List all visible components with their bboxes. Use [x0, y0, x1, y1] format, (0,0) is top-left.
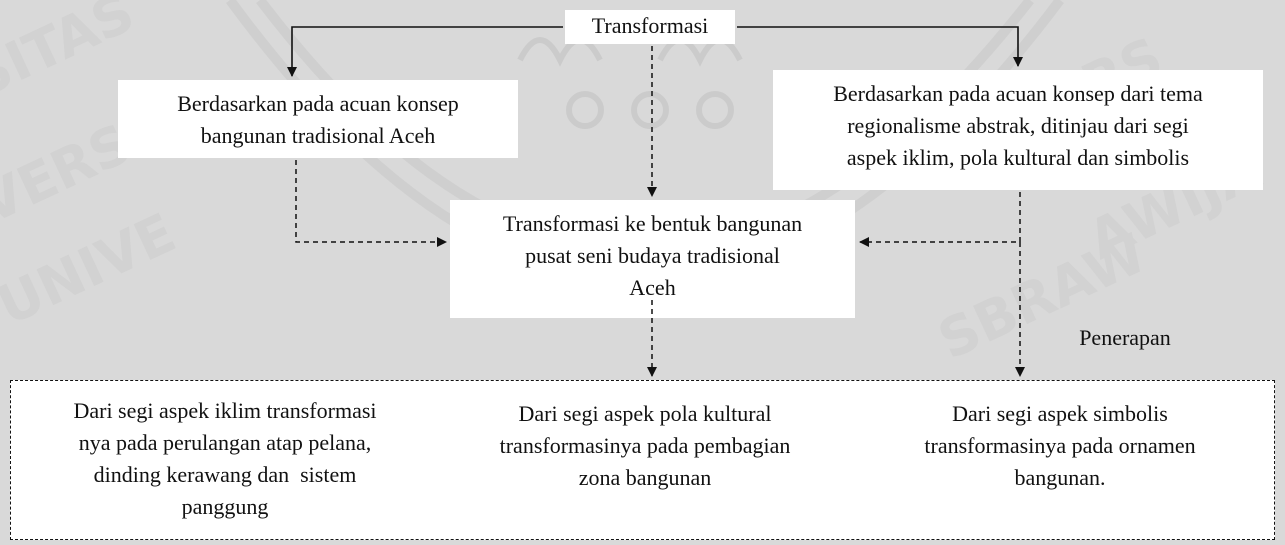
label-penerapan-text: Penerapan [1079, 325, 1171, 350]
arrow-transformasi-to-left [287, 26, 563, 77]
node-center-line-3: Aceh [629, 275, 676, 300]
arrow-right-to-center [859, 192, 1021, 247]
node-left-source-line-1: Berdasarkan pada acuan konsep [177, 91, 459, 116]
node-transformasi-line-1: Transformasi [591, 13, 709, 38]
node-left-source: Berdasarkan pada acuan konsep bangunan t… [118, 80, 518, 158]
outcome-simbolis-line-2: transformasinya pada ornamen [924, 433, 1196, 458]
label-penerapan: Penerapan [1055, 322, 1195, 354]
outcomes-frame [10, 380, 1275, 540]
outcome-kultural-line-1: Dari segi aspek pola kultural [518, 401, 772, 426]
outcome-kultural-line-2: transformasinya pada pembagian [499, 433, 791, 458]
outcome-simbolis-line-1: Dari segi aspek simbolis [952, 401, 1168, 426]
outcome-iklim-line-2: nya pada perulangan atap pelana, [78, 430, 372, 455]
node-center-line-1: Transformasi ke bentuk bangunan [502, 211, 803, 236]
node-left-source-line-2: bangunan tradisional Aceh [200, 123, 436, 148]
outcome-iklim-line-1: Dari segi aspek iklim transformasi [73, 398, 377, 423]
node-center-line-2: pusat seni budaya tradisional [525, 243, 780, 268]
outcome-kultural-line-3: zona bangunan [578, 465, 712, 490]
node-right-source-line-1: Berdasarkan pada acuan konsep dari tema [833, 81, 1203, 106]
node-transformasi: Transformasi [565, 10, 735, 44]
outcome-iklim: Dari segi aspek iklim transformasi nya p… [20, 395, 430, 523]
node-right-source-line-3: aspek iklim, pola kultural dan simbolis [846, 145, 1190, 170]
outcome-simbolis: Dari segi aspek simbolis transformasinya… [865, 398, 1255, 494]
node-right-source: Berdasarkan pada acuan konsep dari tema … [773, 70, 1263, 190]
outcome-iklim-line-4: panggung [181, 494, 269, 519]
arrow-left-to-center [295, 160, 447, 247]
node-center: Transformasi ke bentuk bangunan pusat se… [450, 200, 855, 318]
outcome-iklim-line-3: dinding kerawang dan sistem [93, 462, 357, 487]
arrow-transformasi-to-right [737, 26, 1023, 67]
outcome-simbolis-line-3: bangunan. [1014, 465, 1106, 490]
node-right-source-line-2: regionalisme abstrak, ditinjau dari segi [847, 113, 1189, 138]
outcome-kultural: Dari segi aspek pola kultural transforma… [450, 398, 840, 494]
